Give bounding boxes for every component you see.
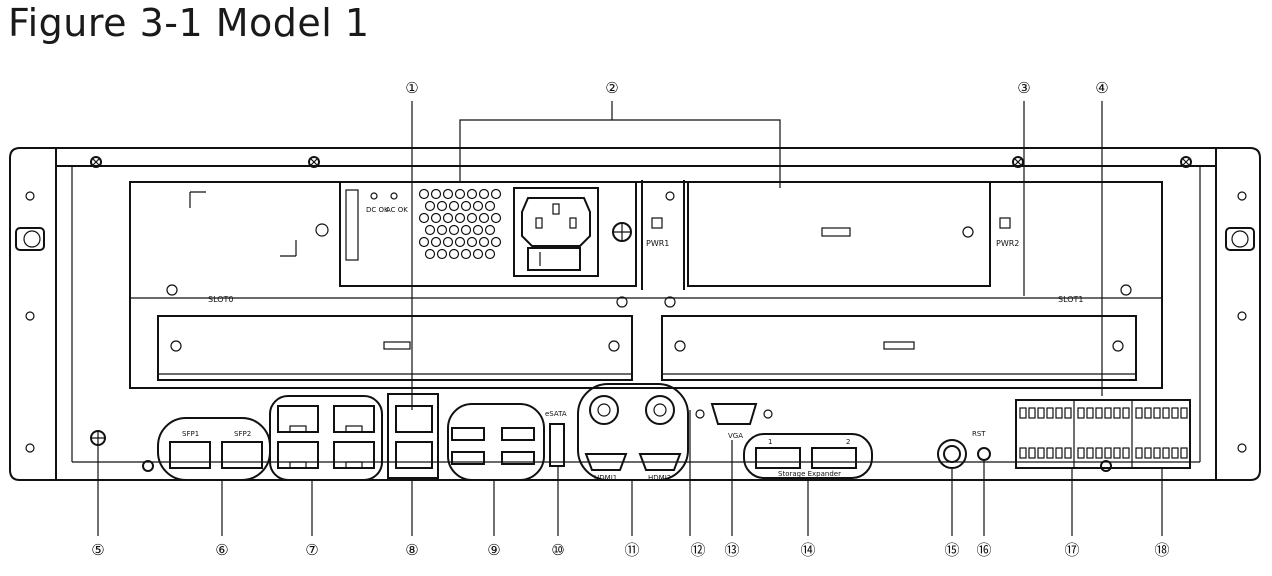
storage-expander-label: Storage Expander [778,470,841,478]
callout-11: ⑪ [619,537,645,563]
callout-number: ⑪ [624,541,639,559]
callout-number: ⑦ [305,541,318,559]
callout-14: ⑭ [795,537,821,563]
figure-title: Figure 3-1 Model 1 [8,1,370,45]
expander-1-label: 1 [768,438,772,446]
terminal-pins [1019,407,1188,459]
rj45-ports [269,395,383,481]
audio-hdmi-block: HDMI1 HDMI2 [577,383,689,482]
slot0-card [157,315,633,381]
callout-4: ④ [1089,75,1115,101]
callout-13: ⑬ [719,537,745,563]
callout-number: ⑩ [551,541,564,559]
ground-terminal [90,430,106,446]
ac-ok-label: AC OK [386,206,408,214]
callout-number: ⑤ [91,541,104,559]
pwr2-label: PWR2 [996,239,1019,248]
esata-label: eSATA [545,410,567,418]
dc-ok-label: DC OK [366,206,389,214]
callout-number: ⑧ [405,541,418,559]
callout-number: ⑬ [724,541,739,559]
callout-number: ② [605,79,618,97]
slot0-label: SLOT0 [208,295,234,304]
sfp1-label: SFP1 [182,430,199,438]
callout-15: ⑮ [939,537,965,563]
callout-12: ⑫ [685,537,711,563]
callout-number: ⑫ [690,541,705,559]
screw-icon [1012,156,1024,168]
callout-5: ⑤ [85,537,111,563]
callout-number: ⑨ [487,541,500,559]
callout-number: ⑱ [1154,541,1169,559]
callout-number: ① [405,79,418,97]
callout-number: ⑯ [976,541,991,559]
slot1-label: SLOT1 [1058,295,1084,304]
reset-button: RST [972,430,991,461]
vga-port: VGA [695,403,773,440]
callout-number: ⑰ [1064,541,1079,559]
callout-number: ③ [1017,79,1030,97]
sfp-ports: SFP1 SFP2 [157,417,271,481]
power-button [937,439,967,469]
rj45-mgmt-ports [387,393,439,479]
callout-16: ⑯ [971,537,997,563]
screw-icon [1180,156,1192,168]
esata-port: eSATA [545,410,567,467]
expander-2-label: 2 [846,438,850,446]
callout-17: ⑰ [1059,537,1085,563]
callout-10: ⑩ [545,537,571,563]
callout-number: ④ [1095,79,1108,97]
usb-ports [447,403,545,481]
sfp2-label: SFP2 [234,430,251,438]
callout-1: ① [399,75,425,101]
callout-3: ③ [1011,75,1037,101]
callout-2: ② [599,75,625,101]
callout-number: ⑥ [215,541,228,559]
hdmi2-label: HDMI2 [648,474,671,482]
power-supply-1: DC OK AC OK [339,181,637,287]
callout-number: ⑭ [800,541,815,559]
callout-6: ⑥ [209,537,235,563]
module-bay [129,181,1163,389]
callout-8: ⑧ [399,537,425,563]
screw-icon [90,156,102,168]
callout-9: ⑨ [481,537,507,563]
callout-lines [97,100,1163,536]
pwr1-label: PWR1 [646,239,669,248]
chassis [9,147,1261,481]
storage-expander-ports: 1 2 Storage Expander [743,433,873,479]
slot1-card [661,315,1137,381]
alarm-terminal-block [1015,399,1191,469]
callout-7: ⑦ [299,537,325,563]
pwr1-indicator: PWR1 [646,217,669,248]
hdmi1-label: HDMI1 [594,474,617,482]
callout-number: ⑮ [944,541,959,559]
vga-label: VGA [728,432,743,440]
screw-icon [308,156,320,168]
callout-18: ⑱ [1149,537,1175,563]
vent-grille [418,188,502,260]
rst-label: RST [972,430,986,438]
power-supply-2-cover: PWR2 [687,181,1019,287]
